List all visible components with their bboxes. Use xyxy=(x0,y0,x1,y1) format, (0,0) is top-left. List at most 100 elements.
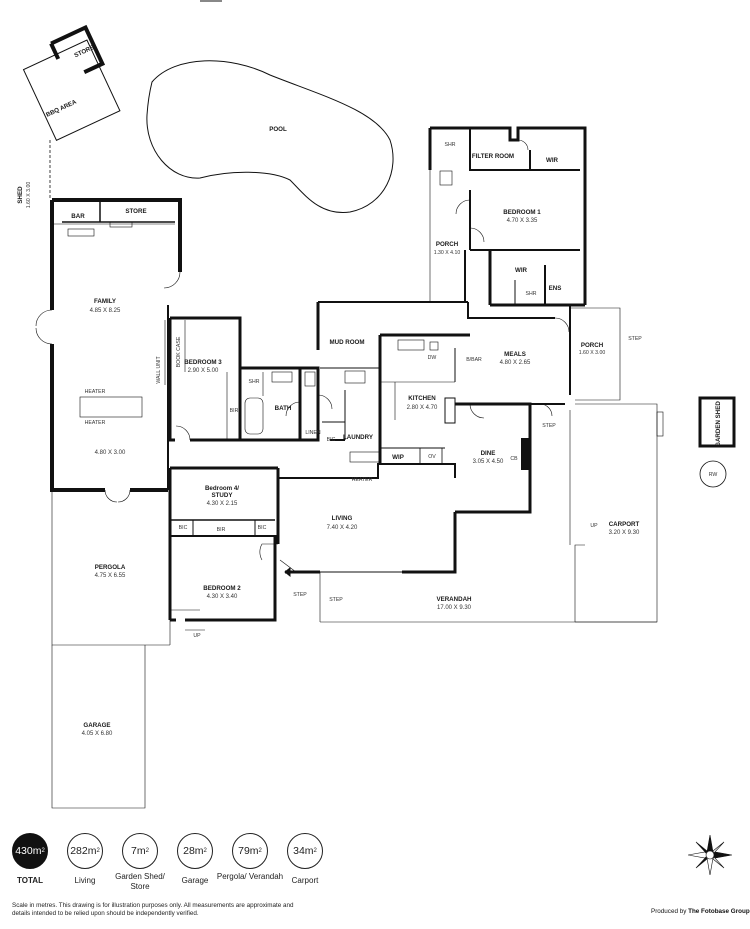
area-label-pergola: Pergola/ Verandah xyxy=(216,872,284,881)
area-value: 430 xyxy=(15,845,33,857)
area-unit: m xyxy=(304,845,314,857)
room-label: BIR xyxy=(217,527,226,533)
area-unit: m xyxy=(136,845,146,857)
room-label: BEDROOM 2 xyxy=(203,585,241,592)
area-value: 282 xyxy=(70,845,88,857)
room-label: WALL UNIT xyxy=(156,356,162,384)
room-label: BEDROOM 3 xyxy=(184,359,222,366)
producer-prefix: Produced by xyxy=(651,908,687,915)
room-label: WIR xyxy=(546,157,559,164)
room-label: VERANDAH xyxy=(436,596,472,603)
room-label: PORCH xyxy=(581,342,604,349)
area-label-garden-shed: Garden Shed/ Store xyxy=(115,872,165,891)
producer-credit: Produced by The Fotobase Group xyxy=(651,908,750,915)
room-dims: 4.70 X 3.35 xyxy=(507,218,538,224)
room-label: LIVING xyxy=(332,515,353,522)
area-sup: 2 xyxy=(41,848,45,854)
room-label: SHED xyxy=(17,186,24,204)
room-label: WIP xyxy=(392,454,404,461)
room-label: STORE xyxy=(125,208,146,215)
room-dims: 1.60 X 3.00 xyxy=(26,182,32,209)
area-label-carport: Carport xyxy=(291,876,319,885)
room-label: BOOK CASE xyxy=(176,336,182,367)
room-label: FILTER ROOM xyxy=(472,153,514,160)
room-label: ENS xyxy=(549,285,562,292)
room-dims: 4.30 X 2.15 xyxy=(207,501,238,507)
area-sup: 2 xyxy=(313,848,317,854)
room-label: UP xyxy=(193,633,201,639)
room-dims: 4.85 X 8.25 xyxy=(90,308,121,314)
room-label: Bedroom 4/ xyxy=(205,485,239,492)
room-dims: 3.20 X 9.30 xyxy=(609,530,640,536)
area-sup: 2 xyxy=(145,848,149,854)
area-value: 28 xyxy=(183,845,195,857)
room-label: STEP xyxy=(628,336,642,342)
area-value: 7 xyxy=(131,845,137,857)
room-dims: 2.80 X 4.70 xyxy=(407,405,438,411)
area-unit: m xyxy=(194,845,204,857)
room-label: POOL xyxy=(269,126,287,133)
room-label: BEDROOM 1 xyxy=(503,209,541,216)
room-label: BIC xyxy=(258,525,267,531)
compass-rose-icon xyxy=(688,835,732,875)
room-label: STEP xyxy=(329,597,343,603)
room-dims: 17.00 X 9.30 xyxy=(437,605,472,611)
room-label: DINE xyxy=(481,450,496,457)
room-dims: 4.05 X 6.80 xyxy=(82,731,113,737)
room-label: BIR xyxy=(230,408,239,414)
room-label: STORE xyxy=(73,44,95,59)
room-label: STUDY xyxy=(212,492,234,499)
room-label: CARPORT xyxy=(609,521,640,528)
room-label: MUD ROOM xyxy=(329,339,364,346)
room-label: LAUNDRY xyxy=(343,434,374,441)
room-label: HEATER xyxy=(352,477,373,483)
area-value: 79 xyxy=(238,845,250,857)
room-label: PORCH xyxy=(436,241,459,248)
room-label: RW xyxy=(709,472,718,478)
room-label: FAMILY xyxy=(94,298,117,305)
room-dims: 1.30 X 4.10 xyxy=(434,250,461,256)
room-dims: 4.80 X 2.65 xyxy=(500,360,531,366)
room-label: GARAGE xyxy=(83,722,110,729)
room-dims: 3.05 X 4.50 xyxy=(473,459,504,465)
room-label: SHR xyxy=(526,291,537,297)
room-label: HEATER xyxy=(85,420,106,426)
room-label: BIC xyxy=(179,525,188,531)
room-dims: 4.80 X 3.00 xyxy=(95,450,126,456)
area-sup: 2 xyxy=(203,848,207,854)
room-label: BBQ AREA xyxy=(45,98,78,118)
room-label: KITCHEN xyxy=(408,395,436,402)
room-label: BAR xyxy=(71,213,85,220)
room-label: SHR xyxy=(445,142,456,148)
room-label: STEP xyxy=(542,423,556,429)
room-label: UP xyxy=(590,523,598,529)
area-unit: m xyxy=(249,845,259,857)
pool-outline xyxy=(146,60,394,213)
room-label: OV xyxy=(428,454,436,460)
room-label: BATH xyxy=(275,405,292,412)
room-dims: 2.90 X 5.00 xyxy=(188,368,219,374)
bbq-area-outline xyxy=(22,24,121,141)
area-unit: m xyxy=(87,845,97,857)
room-label: CB xyxy=(510,456,518,462)
room-label: PERGOLA xyxy=(95,564,126,571)
room-label: HEATER xyxy=(85,389,106,395)
room-label: DW xyxy=(428,355,437,361)
room-label: GARDEN SHED xyxy=(715,401,722,447)
room-label: LINEN xyxy=(305,430,321,436)
disclaimer: Scale in metres. This drawing is for ill… xyxy=(12,902,294,917)
room-label: BIC xyxy=(327,437,336,443)
room-label: STEP xyxy=(293,592,307,598)
room-label: WIR xyxy=(515,267,528,274)
area-unit: m xyxy=(32,845,42,857)
area-sup: 2 xyxy=(96,848,100,854)
area-value: 34 xyxy=(293,845,305,857)
area-label-living: Living xyxy=(74,876,96,885)
